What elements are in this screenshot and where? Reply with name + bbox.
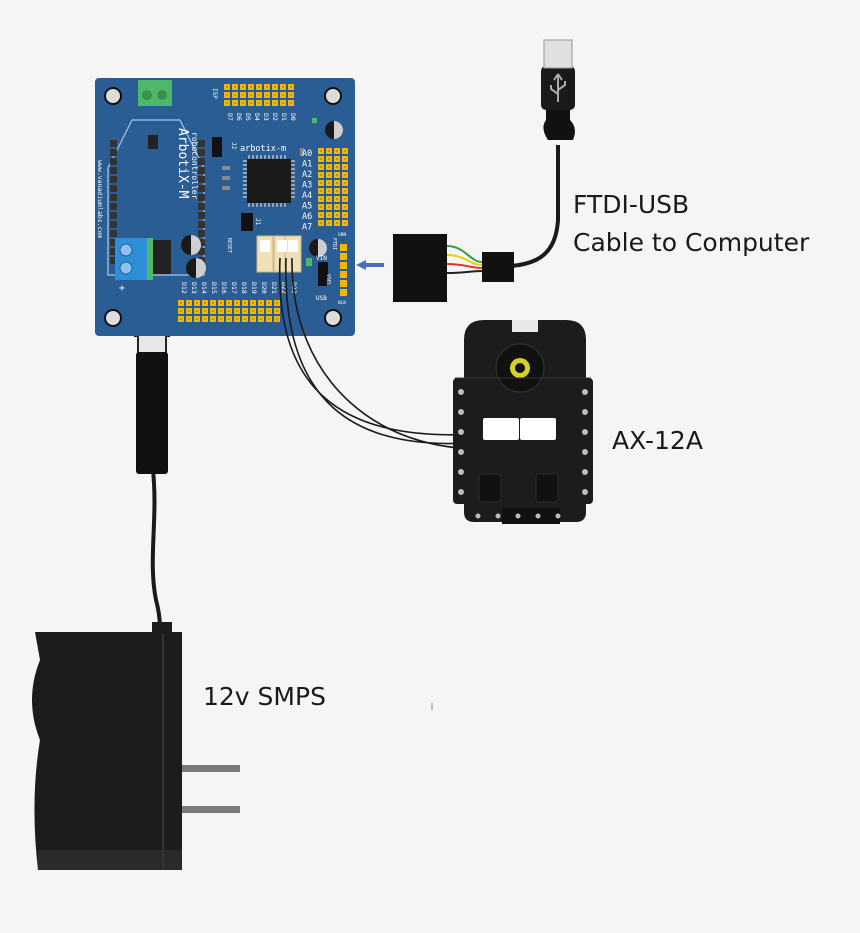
pin-label-d20: D20 (260, 282, 268, 294)
ftdi-chip-box (482, 252, 514, 282)
jumper-j1-label: J1 (254, 218, 261, 226)
pin-label-d15: D15 (210, 282, 218, 294)
digital-header-top (224, 84, 294, 106)
pin-label-d5: D5 (244, 113, 252, 121)
ftdi-wire (446, 270, 483, 274)
isp-label: ISP (211, 88, 218, 99)
plug-prong-top (182, 765, 240, 772)
servo-label: AX-12A (612, 426, 703, 455)
ftdi-label-line1: FTDI-USB (573, 190, 690, 219)
ax12a-servo (453, 320, 593, 524)
pin-label-a5: A5 (302, 202, 312, 212)
analog-header (318, 148, 348, 226)
pin-label-d7: D7 (226, 113, 234, 121)
board-model: arbotix-m (240, 144, 286, 154)
arbotix-board: ArbotiX-M robocontroller www.vanadiumlab… (95, 78, 355, 336)
mcu-chip (247, 159, 291, 203)
plus-label: + (119, 283, 125, 294)
direction-arrow-icon (356, 260, 384, 270)
pin-label-d6: D6 (235, 113, 243, 121)
pin-label-a6: A6 (302, 212, 312, 222)
grn-label: GRN (338, 232, 346, 238)
ftdi-header-pins (340, 244, 347, 296)
ftdi-label-line2: Cable to Computer (573, 228, 810, 257)
pin-label-a3: A3 (302, 181, 312, 191)
vsel-label: VSEL (325, 274, 331, 286)
pin-label-d17: D17 (230, 282, 238, 294)
vin-label: VIN (316, 255, 327, 262)
pin-label-a1: A1 (302, 160, 312, 170)
psu-label: 12v SMPS (203, 682, 326, 711)
power-terminal (115, 238, 147, 280)
pin-label-d2: D2 (271, 113, 279, 121)
pin-label-d4: D4 (253, 113, 261, 121)
pin-label-d13: D13 (190, 282, 198, 294)
jumper-j2-label: J2 (230, 142, 237, 150)
pin-label-a4: A4 (302, 191, 312, 201)
digital-header-bottom (178, 300, 280, 322)
pin-label-d18: D18 (240, 282, 248, 294)
pin-label-d0: D0 (289, 113, 297, 121)
pin-label-d3: D3 (262, 113, 270, 121)
servo-port-right (520, 418, 556, 440)
mounting-holes (104, 87, 342, 327)
board-subtitle: robocontroller (190, 132, 199, 200)
pin-label-d21: D21 (270, 282, 278, 294)
pin-label-d12: D12 (180, 282, 188, 294)
ftdi-label: FTDI (331, 238, 337, 250)
ftdi-wire (446, 263, 483, 269)
plug-prong-bottom (182, 806, 240, 813)
pin-label-d16: D16 (220, 282, 228, 294)
usb-icon (550, 73, 566, 102)
pin-label-a7: A7 (302, 223, 312, 233)
board-website: www.vanadiumlabs.com (96, 160, 104, 238)
ftdi-wire (446, 245, 483, 263)
pin-label-a0: A0 (302, 149, 312, 159)
servo-port-left (483, 418, 519, 440)
pin-label-a2: A2 (302, 170, 312, 180)
power-cable (134, 285, 170, 633)
ftdi-wire (446, 254, 483, 266)
reset-label: RESET (226, 238, 232, 253)
power-supply (32, 622, 240, 870)
ftdi-cable (356, 39, 575, 302)
pin-label-d1: D1 (280, 113, 288, 121)
ftdi-connector (393, 234, 447, 302)
pin-label-d19: D19 (250, 282, 258, 294)
blk-label: BLK (338, 300, 346, 306)
pin-label-d14: D14 (200, 282, 208, 294)
usb-label: USB (316, 295, 327, 302)
pin-label-d22: D22 (280, 282, 288, 294)
board-name: ArbotiX-M (175, 128, 190, 199)
usb-plug-metal (543, 39, 573, 69)
capacitors (181, 121, 343, 278)
